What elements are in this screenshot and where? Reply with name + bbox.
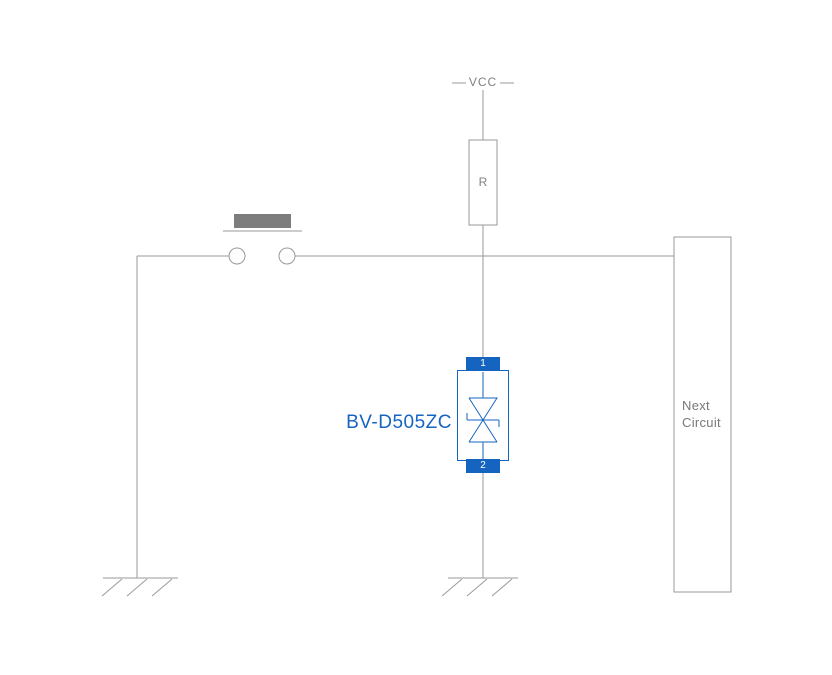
component-pin1-label: 1 xyxy=(480,358,486,369)
push-button-cap xyxy=(234,214,291,228)
next-circuit-label: Next Circuit xyxy=(682,398,721,430)
resistor-label: R xyxy=(478,175,488,189)
ground-symbol-left xyxy=(101,577,178,597)
push-button-terminal-left xyxy=(228,247,246,265)
component-pin1-pad xyxy=(466,357,500,371)
component-pin2-label: 2 xyxy=(480,460,486,471)
tvs-diode-symbol xyxy=(466,372,500,459)
vcc-label: VCC xyxy=(468,75,498,89)
push-button-terminal-right xyxy=(278,247,296,265)
component-pin2-pad xyxy=(466,459,500,473)
ground-hatch xyxy=(441,578,513,597)
resistor-body xyxy=(468,139,498,226)
next-circuit-box xyxy=(673,236,732,593)
ground-symbol-center xyxy=(441,577,518,597)
component-name-label: BV-D505ZC xyxy=(346,412,452,433)
ground-hatch xyxy=(101,578,173,597)
tvs-diode-component xyxy=(457,357,509,473)
